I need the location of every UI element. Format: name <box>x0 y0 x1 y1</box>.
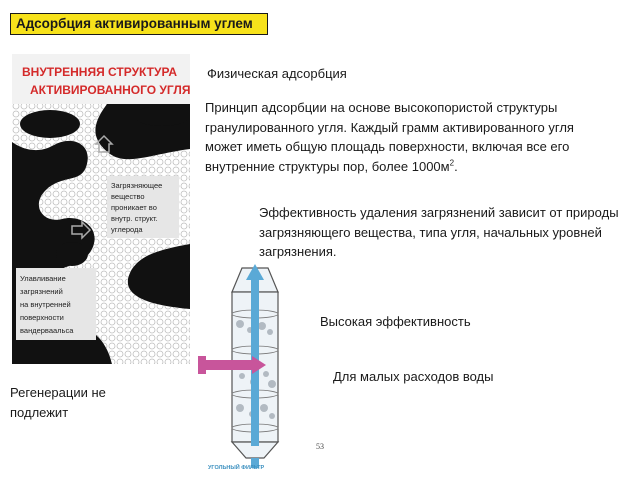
principle-superscript: 2 <box>449 158 455 168</box>
carbon-filter-illustration: УГОЛЬНЫЙ ФИЛЬТР <box>194 258 316 472</box>
figure-caption-bottom-line: на внутренней <box>20 300 71 309</box>
figure-caption-top-line: внутр. структ. <box>111 214 158 223</box>
figure-caption-top-line: проникает во <box>111 203 157 212</box>
figure-caption-bottom-line: вандерваальса <box>20 326 74 335</box>
page-number: 53 <box>316 442 324 451</box>
figure-heading-line1: ВНУТРЕННЯЯ СТРУКТУРА <box>22 65 177 79</box>
figure-caption-top-line: углерода <box>111 225 143 234</box>
high-efficiency-label: Высокая эффективность <box>320 314 471 329</box>
figure-heading-line2: АКТИВИРОВАННОГО УГЛЯ <box>30 83 190 97</box>
figure-caption-bottom-line: поверхности <box>20 313 64 322</box>
subtitle-physical-adsorption: Физическая адсорбция <box>207 66 347 81</box>
efficiency-text: Эффективность удаления загрязнений завис… <box>259 205 619 259</box>
small-flows-label: Для малых расходов воды <box>333 369 494 384</box>
figure-caption-top-line: вещество <box>111 192 145 201</box>
carbon-structure-illustration: ВНУТРЕННЯЯ СТРУКТУРА АКТИВИРОВАННОГО УГЛЯ… <box>12 54 190 364</box>
figure-caption-bottom-line: Улавливание <box>20 274 66 283</box>
figure-caption-top-line: Загрязняющее <box>111 181 162 190</box>
filter-caption: УГОЛЬНЫЙ ФИЛЬТР <box>208 463 265 471</box>
principle-tail: . <box>454 158 458 174</box>
principle-text: Принцип адсорбции на основе высокопорист… <box>205 98 605 176</box>
regeneration-note: Регенерации не подлежит <box>10 385 106 420</box>
figure-caption-bottom-line: загрязнений <box>20 287 63 296</box>
principle-lead: Принцип адсорбции на основе высокопорист… <box>205 100 574 174</box>
slide-title: Адсорбция активированным углем <box>10 13 268 35</box>
